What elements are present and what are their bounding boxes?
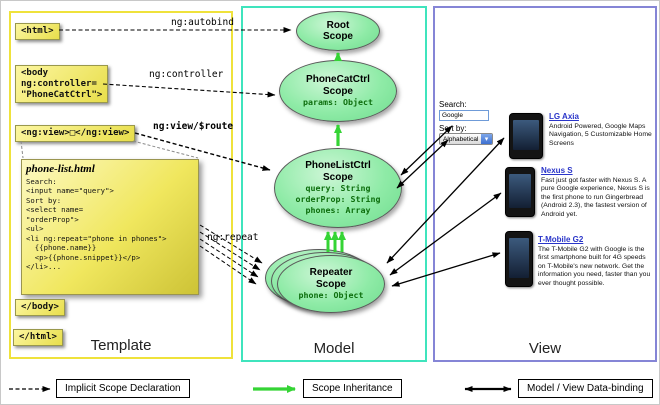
ng-repeat-label: ng:repeat bbox=[207, 232, 259, 243]
body-close-tag: </body> bbox=[15, 299, 65, 316]
phonelistctrl-scope-prop-query: query: String bbox=[305, 183, 371, 194]
sort-select[interactable]: Alphabetical ▾ bbox=[439, 133, 493, 145]
phone-image-tmobile-g2 bbox=[505, 231, 533, 287]
phonecatctrl-scope-prop: params: Object bbox=[303, 97, 373, 108]
phonelistctrl-scope-title: PhoneListCtrl Scope bbox=[305, 160, 371, 183]
view-column-label: View bbox=[528, 340, 562, 357]
body-open-tag: <body ng:controller= "PhoneCatCtrl"> bbox=[15, 65, 109, 104]
phonecatctrl-scope-ellipse: PhoneCatCtrl Scope params: Object bbox=[279, 60, 397, 122]
html-close-tag: </html> bbox=[13, 329, 63, 346]
phone-screen bbox=[509, 238, 529, 278]
phone-entry-lg-axia: LG Axia Android Powered, Google Maps Nav… bbox=[549, 112, 653, 148]
html-open-tag: <html> bbox=[15, 23, 60, 40]
legend-model-view-databinding: Model / View Data-binding bbox=[518, 379, 653, 398]
repeater-scope-prop: phone: Object bbox=[298, 290, 364, 301]
phone-entry-tmobile-g2: T-Mobile G2 The T-Mobile G2 with Google … bbox=[538, 235, 654, 288]
code-block-body: Search: <input name="query"> Sort by: <s… bbox=[26, 177, 167, 272]
model-column-label: Model bbox=[313, 340, 355, 357]
phone-desc-tmobile-g2: The T-Mobile G2 with Google is the first… bbox=[538, 246, 651, 287]
ng-view-route-label: ng:view/$route bbox=[153, 121, 234, 132]
phone-image-nexus-s bbox=[505, 167, 535, 217]
phone-list-code-block: phone-list.html Search: <input name="que… bbox=[21, 159, 199, 295]
phone-link-tmobile-g2[interactable]: T-Mobile G2 bbox=[538, 235, 584, 244]
phone-desc-nexus-s: Fast just got faster with Nexus S. A pur… bbox=[541, 177, 650, 218]
template-column: Template bbox=[9, 11, 233, 359]
sort-label: Sort by: bbox=[439, 124, 467, 133]
ng-autobind-label: ng:autobind bbox=[171, 17, 234, 28]
legend-implicit-scope-declaration: Implicit Scope Declaration bbox=[56, 379, 190, 398]
phone-entry-nexus-s: Nexus S Fast just got faster with Nexus … bbox=[541, 166, 653, 219]
phone-link-nexus-s[interactable]: Nexus S bbox=[541, 166, 573, 175]
phone-image-lg-axia bbox=[509, 113, 543, 159]
repeater-scope-ellipse: Repeater Scope phone: Object bbox=[277, 255, 385, 313]
code-block-title: phone-list.html bbox=[26, 163, 95, 175]
phone-desc-lg-axia: Android Powered, Google Maps Navigation,… bbox=[549, 123, 652, 147]
phone-screen bbox=[509, 174, 531, 208]
repeater-scope-title: Repeater Scope bbox=[309, 267, 353, 290]
ng-controller-label: ng:controller bbox=[149, 69, 224, 80]
root-scope-title: Root Scope bbox=[322, 19, 353, 43]
root-scope-ellipse: Root Scope bbox=[296, 11, 380, 51]
template-column-label: Template bbox=[90, 337, 152, 354]
phonelistctrl-scope-prop-orderprop: orderProp: String bbox=[295, 194, 381, 205]
phone-screen bbox=[513, 120, 539, 150]
phone-link-lg-axia[interactable]: LG Axia bbox=[549, 112, 579, 121]
dropdown-arrow-icon: ▾ bbox=[481, 134, 492, 144]
search-label: Search: bbox=[439, 100, 467, 109]
ng-view-tag: <ng:view>□</ng:view> bbox=[15, 125, 136, 142]
phonelistctrl-scope-prop-phones: phones: Array bbox=[305, 204, 371, 215]
search-input[interactable] bbox=[439, 110, 489, 121]
phonecatctrl-scope-title: PhoneCatCtrl Scope bbox=[306, 74, 370, 97]
legend-scope-inheritance: Scope Inheritance bbox=[303, 379, 402, 398]
sort-select-value: Alphabetical bbox=[443, 135, 479, 143]
phonelistctrl-scope-ellipse: PhoneListCtrl Scope query: String orderP… bbox=[274, 148, 402, 228]
